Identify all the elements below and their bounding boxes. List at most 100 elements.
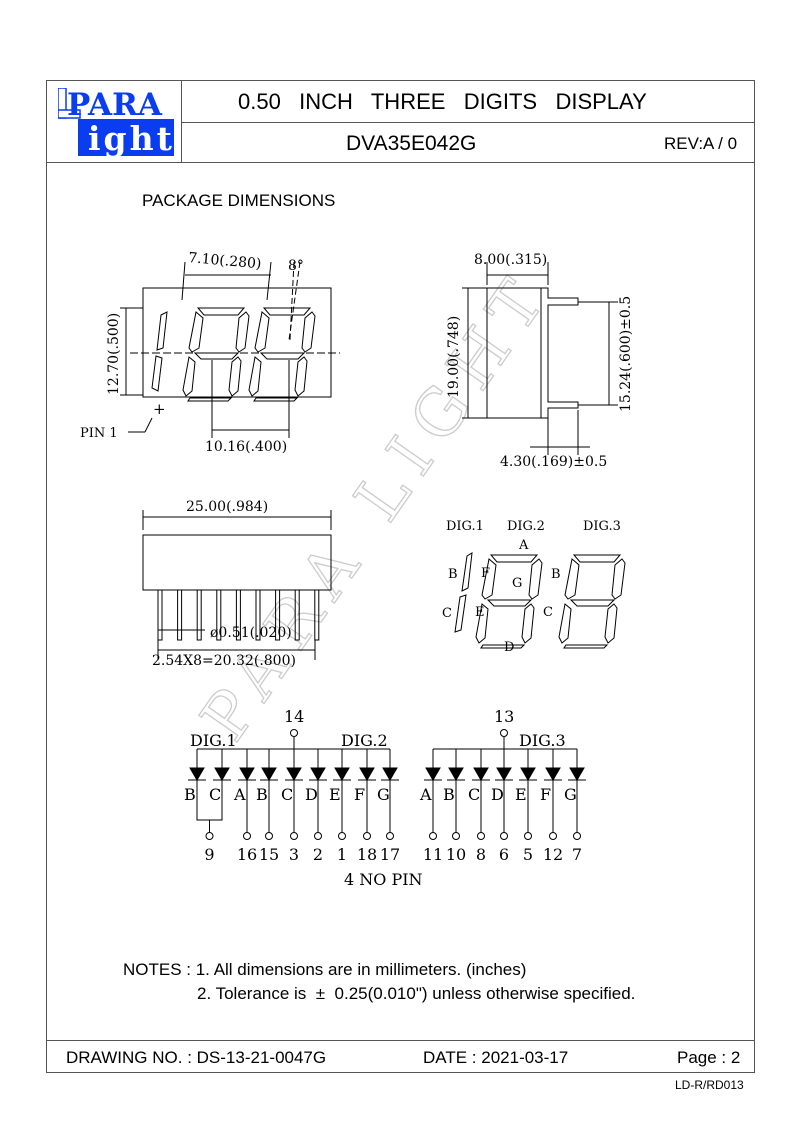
pin-pad [429, 832, 437, 840]
section-title: PACKAGE DIMENSIONS [142, 191, 336, 210]
pin-number: 3 [289, 845, 299, 864]
no-pin-note: 4 NO PIN [344, 870, 423, 889]
seg-label-d: D [504, 640, 514, 655]
digit2-outline [182, 307, 250, 402]
diode-symbol [382, 767, 398, 781]
pin-number: 9 [204, 845, 214, 864]
form-code: LD-R/RD013 [675, 1078, 744, 1092]
pin-pad [573, 832, 581, 840]
drawing-number: DRAWING NO. : DS-13-21-0047G [66, 1048, 327, 1067]
pin-number: 16 [237, 845, 257, 864]
pin-number: 15 [259, 845, 279, 864]
svg-text:PARA: PARA [67, 88, 163, 123]
pin-pad [500, 832, 508, 840]
common-pin-14: 14 [284, 707, 304, 726]
segment-label: C [468, 785, 480, 804]
dim-side-height: 19.00(.748) [446, 316, 462, 398]
pin-pad [290, 832, 298, 840]
seg-label-e: E [475, 605, 485, 620]
segment-label: F [540, 785, 551, 804]
note-1: NOTES : 1. All dimensions are in millime… [123, 960, 527, 979]
segment-diagram [454, 552, 626, 649]
segment-label: C [281, 785, 293, 804]
pin-number: 5 [523, 845, 533, 864]
segment-label: A [419, 785, 432, 804]
diode-symbol [448, 767, 464, 781]
digit1-segment-c [151, 355, 163, 392]
dim-pin-diameter: ø0.51(.020) [210, 625, 292, 641]
pin-pad [524, 832, 532, 840]
common-pin-13: 13 [494, 707, 514, 726]
pin-number: 8 [476, 845, 486, 864]
pin-pad [549, 832, 557, 840]
dim-width: 25.00(.984) [186, 499, 268, 515]
digit1-segment-b [156, 311, 168, 351]
digit-label-1: DIG.1 [446, 519, 484, 534]
seg-label-b1: B [448, 567, 458, 582]
circuit-dig3-label: DIG.3 [519, 731, 566, 750]
pin-number: 10 [446, 845, 466, 864]
pin-number: 1 [337, 845, 347, 864]
pin-number: 7 [572, 845, 582, 864]
segment-label: E [515, 785, 527, 804]
diode-symbol [359, 767, 375, 781]
segment-label: G [377, 785, 390, 804]
page-frame [46, 80, 755, 1073]
footer-line [46, 1040, 755, 1041]
pin-pad [243, 832, 251, 840]
pin-number: 18 [357, 845, 377, 864]
digit3-outline [248, 307, 316, 402]
seg-label-c2: C [543, 605, 553, 620]
circuit-diagram [188, 729, 586, 840]
date: DATE : 2021-03-17 [423, 1048, 569, 1067]
side-view-body [486, 287, 542, 419]
front-view-body [142, 287, 332, 398]
segment-label: B [443, 785, 455, 804]
diode-symbol [261, 767, 277, 781]
dim-digit-width: 7.10(.280) [188, 250, 262, 272]
document-title: 0.50 INCH THREE DIGITS DISPLAY [238, 89, 647, 114]
dim-depth: 8.00(.315) [474, 252, 547, 268]
dim-pin-row-spacing: 15.24(.600)±0.5 [618, 296, 634, 412]
segment-label: D [305, 785, 318, 804]
header-divider [181, 122, 755, 123]
pin-pad [363, 832, 371, 840]
digit-label-3: DIG.3 [583, 519, 621, 534]
pin-number: 17 [380, 845, 400, 864]
pin-number: 12 [543, 845, 563, 864]
header-bottom-line [46, 162, 755, 163]
seg-label-f: F [481, 566, 490, 581]
diode-symbol [334, 767, 350, 781]
pin-pad [386, 832, 394, 840]
bottom-pin [177, 589, 183, 641]
dim-slant: 8° [288, 258, 304, 274]
part-number: DVA35E042G [346, 132, 477, 155]
pin-pad [452, 832, 460, 840]
note-2: 2. Tolerance is ± 0.25(0.010") unless ot… [197, 984, 636, 1003]
dim-pin-length: 4.30(.169)±0.5 [500, 454, 607, 470]
bottom-pin [235, 589, 241, 641]
logo-divider [181, 80, 182, 162]
segment-label: B [184, 785, 196, 804]
common-pin-pad [500, 729, 508, 737]
segment-label: D [491, 785, 504, 804]
para-light-logo: PARA ight [58, 88, 174, 156]
diode-symbol [239, 767, 255, 781]
pin-pad [477, 832, 485, 840]
dim-digit-pitch: 10.16(.400) [205, 439, 287, 455]
bottom-pin [157, 589, 163, 641]
pin-pad [314, 832, 322, 840]
pin-number: 11 [423, 845, 443, 864]
seg-label-g: G [512, 576, 522, 591]
dim-pin-pitch: 2.54X8=20.32(.800) [152, 653, 296, 669]
segment-label: A [233, 785, 246, 804]
revision: REV:A / 0 [664, 134, 738, 153]
bottom-pin [294, 589, 300, 641]
pin-pad [205, 832, 214, 840]
diode-symbol [286, 767, 302, 781]
pin1-label: PIN 1 [80, 426, 118, 441]
pin-number: 6 [499, 845, 509, 864]
diode-symbol [425, 767, 441, 781]
circuit-dig2-label: DIG.2 [341, 731, 388, 750]
page-number: Page : 2 [677, 1048, 741, 1067]
